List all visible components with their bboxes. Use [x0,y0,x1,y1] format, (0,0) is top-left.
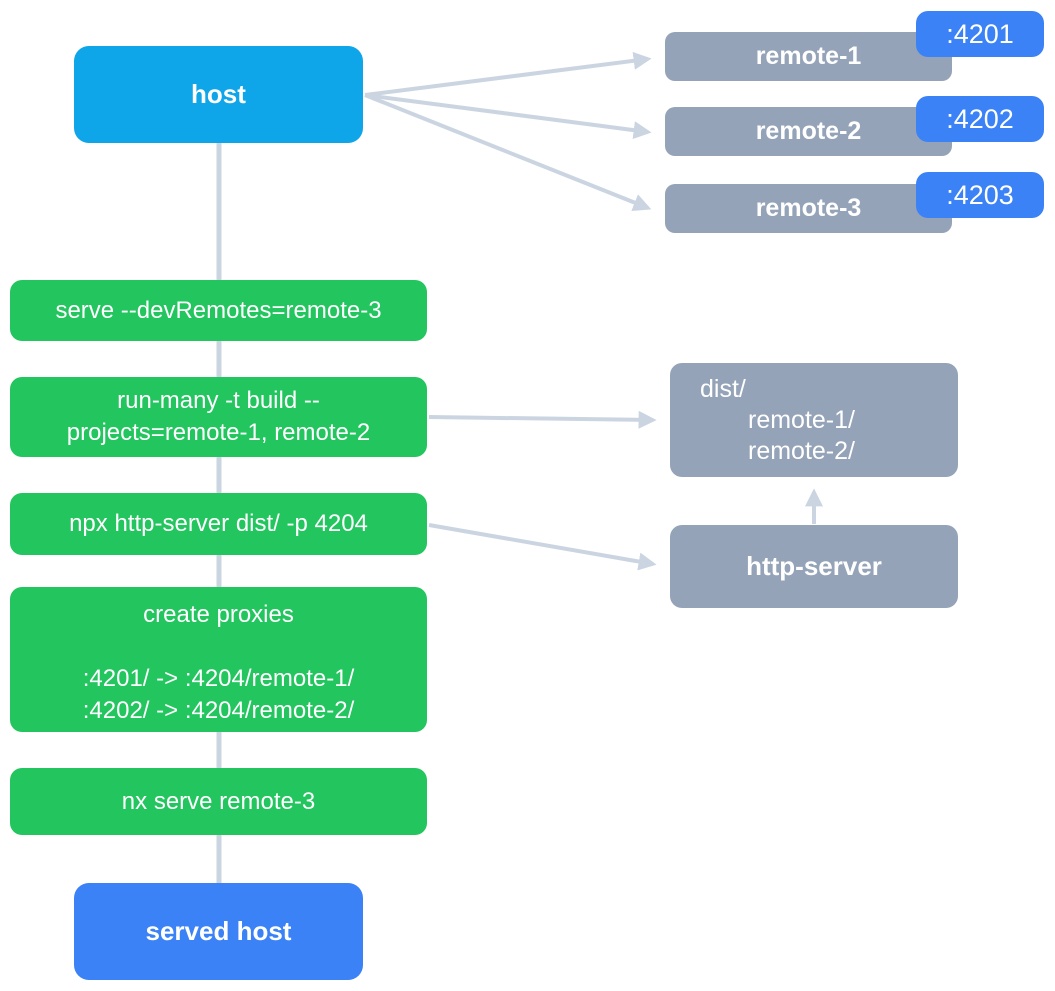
dist-remote-2-label: remote-2/ [748,436,855,465]
http-server-label: http-server [746,551,882,581]
step-nx-serve-label: nx serve remote-3 [121,787,316,815]
port-badge-4202: :4202 [916,96,1044,142]
step-npx-http-server: npx http-server dist/ -p 4204 [10,493,427,555]
remote-2-node: remote-2 [665,107,952,156]
step-run-many-line-1: run-many -t build -- [117,387,320,414]
served-host-node: served host [74,883,363,980]
port-4202-label: :4202 [946,103,1014,134]
host-node: host [74,46,363,143]
host-to-remote-1-arrow [364,51,652,97]
build-to-dist-arrow [428,410,657,429]
remote-3-label: remote-3 [755,194,862,222]
host-label: host [191,79,246,109]
port-badge-4201: :4201 [916,11,1044,57]
step-npx-label: npx http-server dist/ -p 4204 [69,510,368,537]
dist-remote-1-label: remote-1/ [748,405,855,434]
proxy-mapping-2: :4202/ -> :4204/remote-2/ [82,697,355,724]
step-nx-serve-remote-3: nx serve remote-3 [10,768,427,835]
served-host-label: served host [145,916,292,946]
step-serve-dev-remotes: serve --devRemotes=remote-3 [10,280,427,341]
remote-3-node: remote-3 [665,184,952,233]
remote-1-label: remote-1 [755,42,862,70]
remote-2-label: remote-2 [755,117,862,145]
http-server-node: http-server [670,525,958,608]
step-serve-label: serve --devRemotes=remote-3 [55,296,382,324]
dist-folder-node: dist/ remote-1/ remote-2/ [670,363,958,477]
port-badge-4203: :4203 [916,172,1044,218]
dist-root-label: dist/ [700,374,746,403]
command-to-http-server-arrow [428,523,657,571]
remote-1-node: remote-1 [665,32,952,81]
step-create-proxies: create proxies :4201/ -> :4204/remote-1/… [10,587,427,732]
proxy-mapping-1: :4201/ -> :4204/remote-1/ [82,665,355,692]
create-proxies-title: create proxies [143,601,294,628]
step-run-many-build: run-many -t build -- projects=remote-1, … [10,377,427,457]
port-4203-label: :4203 [946,179,1014,210]
host-to-remote-3-arrow [364,93,652,212]
host-to-remote-2-arrow [364,93,652,140]
port-4201-label: :4201 [946,18,1014,49]
step-run-many-line-2: projects=remote-1, remote-2 [66,419,371,446]
